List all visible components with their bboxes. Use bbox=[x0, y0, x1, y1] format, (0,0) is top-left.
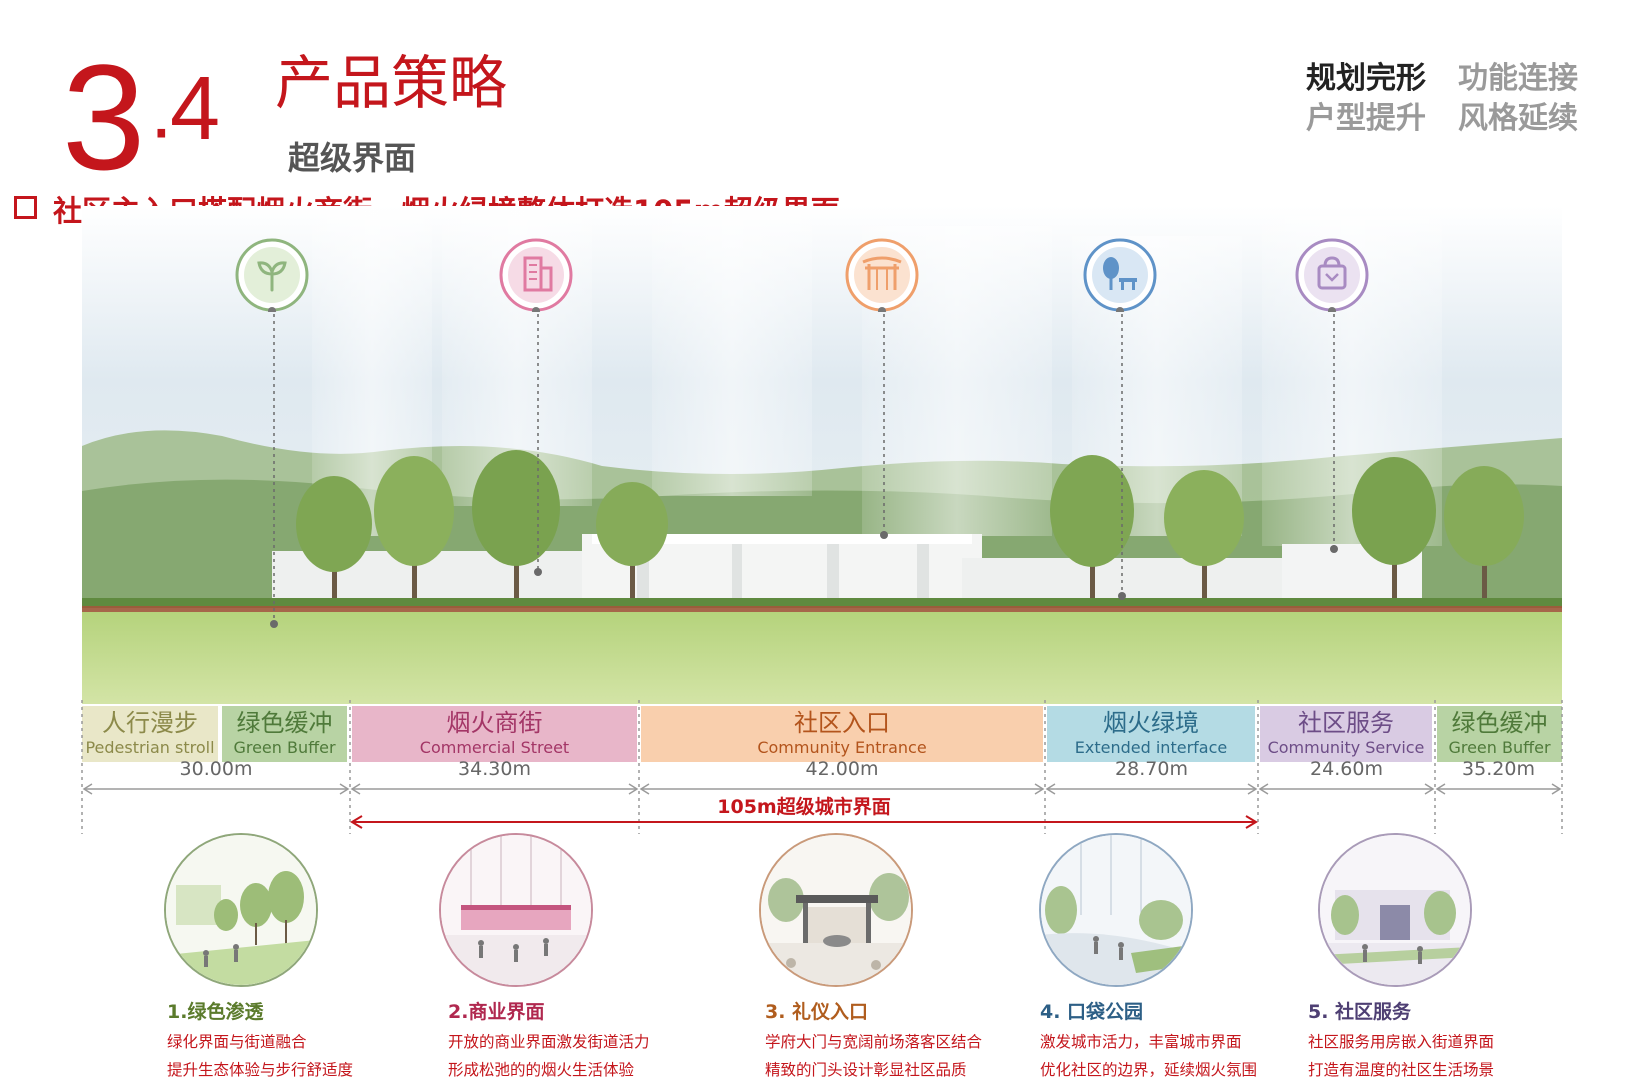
feature-desc-2: 形成松弛的的烟火生活体验 bbox=[448, 1060, 635, 1079]
zone-label-cn: 烟火绿境 bbox=[1103, 709, 1199, 737]
feature-title: 5. 社区服务 bbox=[1308, 1001, 1412, 1023]
feature-image-community-service bbox=[1318, 833, 1472, 987]
feature-desc-1: 学府大门与宽阔前场落客区结合 bbox=[765, 1033, 983, 1051]
section-subnumber: 4 bbox=[170, 59, 221, 159]
feature-image-green bbox=[164, 833, 318, 987]
distance-label: 24.60m bbox=[1310, 758, 1383, 780]
zone-extended-interface: 烟火绿境 Extended interface bbox=[1047, 706, 1255, 762]
zone-community-service: 社区服务 Community Service bbox=[1260, 706, 1432, 762]
feature-pocket-park: 4. 口袋公园 激发城市活力，丰富城市界面 优化社区的边界，延续烟火氛围 bbox=[1040, 1003, 1257, 1078]
super-interface-label: 105m超级城市界面 bbox=[717, 796, 891, 818]
shopping-bag-icon bbox=[1295, 238, 1369, 312]
sprout-icon bbox=[235, 238, 309, 312]
building-icon bbox=[499, 238, 573, 312]
zone-label-cn: 绿色缓冲 bbox=[1451, 709, 1548, 737]
feature-entrance: 3. 礼仪入口 学府大门与宽阔前场落客区结合 精致的门头设计彰显社区品质 bbox=[765, 1003, 982, 1078]
tag-style: 风格延续 bbox=[1458, 101, 1578, 136]
feature-green: 1.绿色渗透 绿化界面与街道融合 提升生态体验与步行舒适度 bbox=[167, 1003, 353, 1078]
zone-label-cn: 烟火商街 bbox=[446, 709, 543, 737]
zone-label-en: Community Entrance bbox=[757, 738, 927, 757]
dimension-lines bbox=[81, 700, 1563, 834]
zone-label-cn: 绿色缓冲 bbox=[236, 709, 333, 737]
distance-label: 30.00m bbox=[179, 758, 253, 780]
zone-green-buffer: 绿色缓冲 Green Buffer bbox=[222, 706, 347, 762]
curb bbox=[82, 606, 1562, 612]
feature-desc-2: 打造有温度的社区生活场景 bbox=[1308, 1060, 1495, 1079]
distance-label: 28.70m bbox=[1115, 758, 1188, 780]
park-bench-icon bbox=[1083, 238, 1157, 312]
feature-community-service: 5. 社区服务 社区服务用房嵌入街道界面 打造有温度的社区生活场景 bbox=[1308, 1003, 1494, 1078]
page-title: 产品策略 bbox=[275, 49, 508, 117]
zone-label-cn: 社区入口 bbox=[794, 709, 890, 737]
street-trees bbox=[296, 450, 1524, 604]
zone-community-entrance: 社区入口 Community Entrance bbox=[641, 706, 1043, 762]
zone-commercial-street: 烟火商街 Commercial Street bbox=[352, 706, 637, 762]
feature-title: 1.绿色渗透 bbox=[167, 1001, 264, 1023]
zone-label-cn: 人行漫步 bbox=[102, 709, 198, 737]
feature-desc-2: 提升生态体验与步行舒适度 bbox=[167, 1060, 354, 1079]
zone-pedestrian-stroll: 人行漫步 Pedestrian stroll bbox=[82, 706, 220, 762]
distance-label: 35.20m bbox=[1462, 758, 1535, 780]
feature-desc-1: 绿化界面与街道融合 bbox=[167, 1033, 307, 1051]
distance-label: 42.00m bbox=[805, 758, 879, 780]
feature-title: 2.商业界面 bbox=[448, 1001, 545, 1023]
feature-title: 3. 礼仪入口 bbox=[765, 1001, 869, 1023]
zone-label-en: Commercial Street bbox=[419, 738, 570, 757]
zone-label-en: Green Buffer bbox=[233, 738, 336, 757]
distance-label: 34.30m bbox=[458, 758, 531, 780]
zone-label-cn: 社区服务 bbox=[1298, 709, 1394, 737]
feature-desc-1: 激发城市活力，丰富城市界面 bbox=[1040, 1033, 1242, 1051]
feature-desc-1: 开放的商业界面激发街道活力 bbox=[448, 1033, 650, 1051]
tag-planning: 规划完形 bbox=[1306, 61, 1426, 96]
lawn bbox=[82, 612, 1562, 704]
zone-green-buffer-east: 绿色缓冲 Green Buffer bbox=[1437, 706, 1562, 762]
feature-desc-2: 优化社区的边界，延续烟火氛围 bbox=[1040, 1060, 1258, 1079]
hedge bbox=[82, 598, 1562, 608]
page-subtitle: 超级界面 bbox=[288, 139, 417, 177]
super-interface-arrow bbox=[350, 815, 1258, 829]
zone-label-en: Green Buffer bbox=[1448, 738, 1551, 757]
tag-function: 功能连接 bbox=[1458, 61, 1578, 96]
section-dot: · bbox=[148, 83, 175, 172]
feature-image-entrance bbox=[759, 833, 913, 987]
gate-icon bbox=[845, 238, 919, 312]
feature-title: 4. 口袋公园 bbox=[1040, 1001, 1144, 1023]
tag-unit: 户型提升 bbox=[1306, 101, 1426, 136]
feature-image-commercial bbox=[439, 833, 593, 987]
leader-dots bbox=[270, 531, 1338, 628]
leader-lines bbox=[273, 300, 1335, 624]
feature-commercial: 2.商业界面 开放的商业界面激发街道活力 形成松弛的的烟火生活体验 bbox=[448, 1003, 650, 1078]
feature-desc-1: 社区服务用房嵌入街道界面 bbox=[1308, 1033, 1495, 1051]
zone-label-en: Pedestrian stroll bbox=[85, 738, 215, 757]
feature-desc-2: 精致的门头设计彰显社区品质 bbox=[765, 1060, 967, 1079]
feature-image-pocket-park bbox=[1039, 833, 1193, 987]
section-number: 3 bbox=[62, 33, 145, 201]
bullet-box-icon bbox=[14, 196, 37, 219]
zone-label-en: Extended interface bbox=[1074, 738, 1228, 757]
zone-label-en: Community Service bbox=[1267, 738, 1425, 757]
